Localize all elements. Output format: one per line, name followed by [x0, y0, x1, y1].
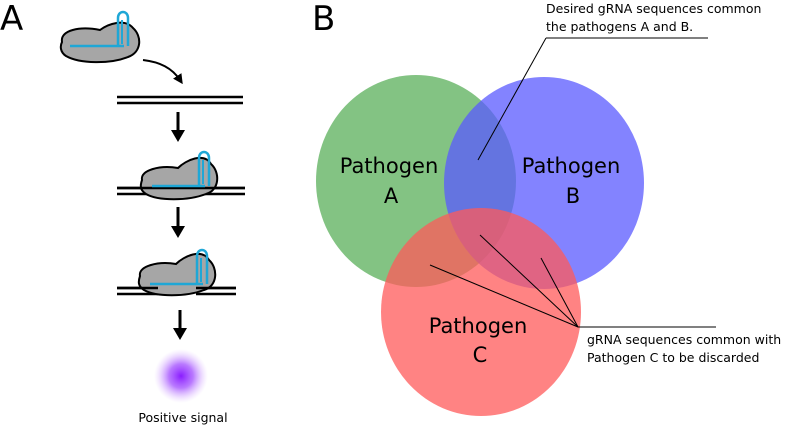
- panel-b-letter: B: [312, 0, 335, 39]
- positive-signal-label: Positive signal: [138, 410, 227, 425]
- dna-strand-1: [117, 95, 243, 105]
- down-arrow-2: [171, 207, 185, 238]
- cas-complex-free: [59, 10, 141, 64]
- curved-arrow: [142, 59, 183, 85]
- pathogen-b-label-line1: Pathogen: [522, 154, 621, 178]
- annotation-top-leader: [477, 37, 708, 161]
- venn-circle-pathogen-c: [381, 208, 581, 416]
- cas-complex-cleaving: [117, 248, 236, 297]
- down-arrow-3: [173, 310, 187, 340]
- pathogen-a-label-line1: Pathogen: [340, 154, 439, 178]
- annotation-bottom-line1: gRNA sequences common with: [587, 332, 781, 347]
- annotation-bottom-line2: Pathogen C to be discarded: [587, 350, 759, 365]
- annotation-top-line2: the pathogens A and B.: [546, 19, 693, 34]
- pathogen-c-label-line1: Pathogen: [429, 314, 528, 338]
- cas-complex-bound: [117, 150, 245, 201]
- pathogen-b-label-line2: B: [566, 184, 580, 208]
- down-arrow-1: [171, 112, 185, 142]
- panel-a-letter: A: [0, 0, 23, 39]
- pathogen-a-label-line2: A: [384, 184, 399, 208]
- annotation-bottom-leaders: [429, 234, 716, 328]
- pathogen-c-label-line2: C: [473, 343, 488, 367]
- positive-signal-glow: [154, 349, 208, 403]
- annotation-top-line1: Desired gRNA sequences common: [546, 1, 761, 16]
